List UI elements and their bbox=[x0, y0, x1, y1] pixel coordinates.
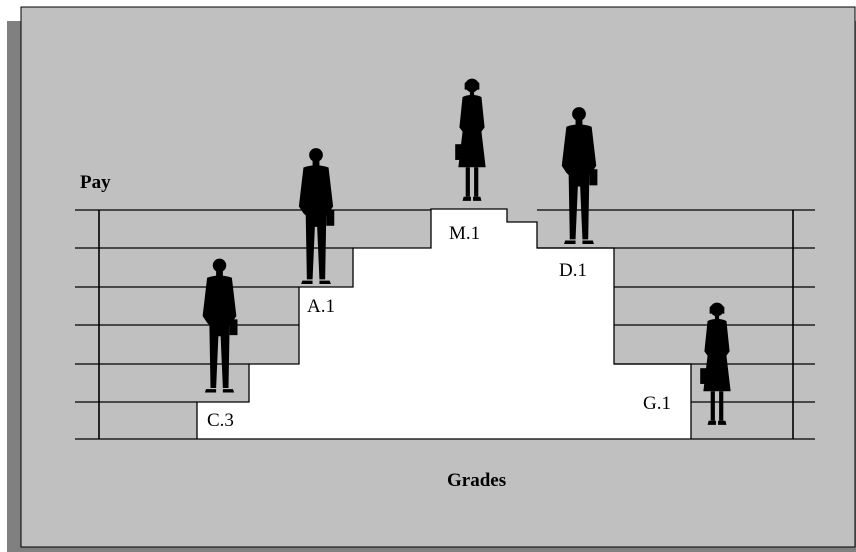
grade-steps-outline bbox=[196, 208, 692, 439]
pay-axis-label: Pay bbox=[80, 172, 111, 193]
grade-label-d1: D.1 bbox=[559, 260, 587, 281]
grade-label-g1: G.1 bbox=[643, 393, 671, 414]
grades-axis-label: Grades bbox=[447, 470, 506, 491]
grade-steps bbox=[197, 209, 691, 439]
grid-lines bbox=[75, 209, 815, 440]
axes bbox=[98, 210, 794, 439]
grade-label-m1: M.1 bbox=[449, 223, 480, 244]
grade-label-a1: A.1 bbox=[307, 296, 335, 317]
grade-label-c3: C.3 bbox=[207, 410, 234, 431]
